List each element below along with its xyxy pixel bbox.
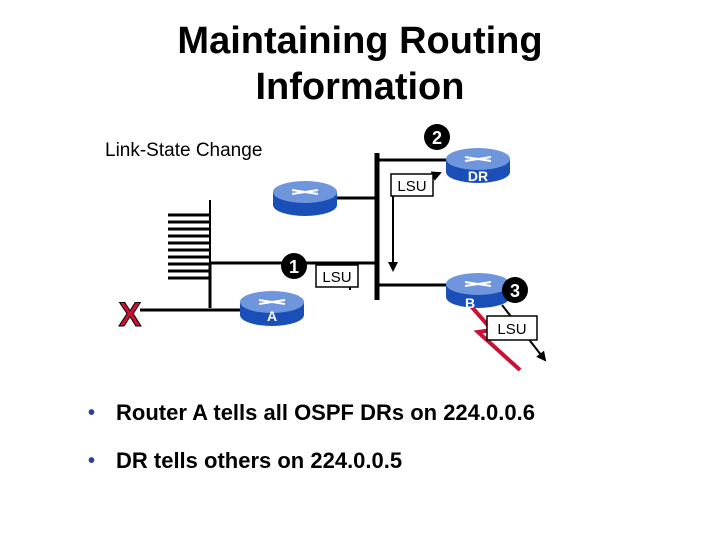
bullet-text: Router A tells all OSPF DRs on 224.0.0.6 xyxy=(116,400,535,425)
bullet-item: • DR tells others on 224.0.0.5 xyxy=(88,443,535,491)
router-a-icon xyxy=(240,291,304,326)
slide-title: Maintaining Routing Information xyxy=(0,18,720,110)
routing-table-stack xyxy=(168,200,211,305)
lsu-box-b: LSU xyxy=(486,315,538,341)
router-a-label: A xyxy=(267,308,277,324)
lightning-icon xyxy=(468,303,522,372)
lsu-box-a: LSU xyxy=(315,264,359,288)
title-line-1: Maintaining Routing xyxy=(177,20,543,62)
router-b-label: B xyxy=(465,295,475,311)
bullet-item: • Router A tells all OSPF DRs on 224.0.0.… xyxy=(88,395,535,443)
lsu-box-dr: LSU xyxy=(390,173,434,197)
bullet-text: DR tells others on 224.0.0.5 xyxy=(116,448,403,473)
router-dr-icon xyxy=(446,148,510,183)
x-mark-icon: X xyxy=(119,296,142,334)
lsu-dr-label: LSU xyxy=(397,178,426,195)
router-b-icon xyxy=(446,273,510,308)
bullet-list: • Router A tells all OSPF DRs on 224.0.0.… xyxy=(88,395,535,491)
lsu-a-label: LSU xyxy=(322,269,351,286)
step-1-badge: 1 xyxy=(281,253,307,279)
step-2-badge: 2 xyxy=(424,124,450,150)
lsu-b-label: LSU xyxy=(497,321,526,338)
step-1-text: 1 xyxy=(289,257,299,277)
router-dr-label: DR xyxy=(468,168,488,184)
router-icon xyxy=(273,181,337,216)
step-2-text: 2 xyxy=(432,128,442,148)
title-line-2: Information xyxy=(255,66,465,108)
step-3-text: 3 xyxy=(510,281,520,301)
bullet-dot-icon: • xyxy=(88,402,96,424)
step-3-badge: 3 xyxy=(502,277,528,303)
link-state-caption: Link-State Change xyxy=(105,140,263,161)
bullet-dot-icon: • xyxy=(88,450,96,472)
